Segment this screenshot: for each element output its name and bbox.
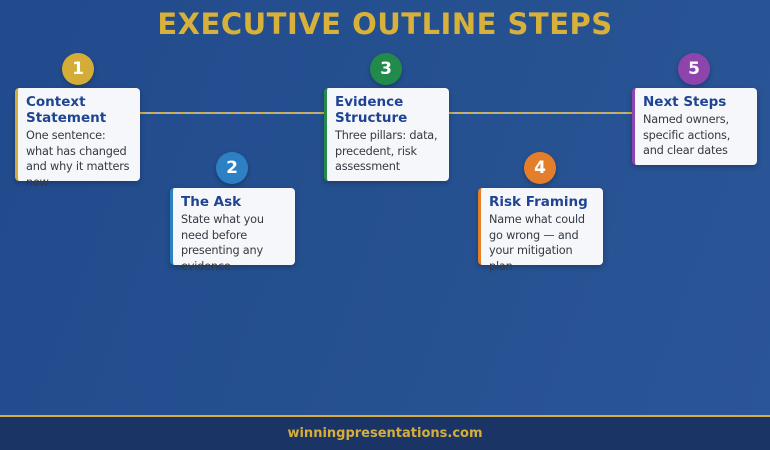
step-2-card: The Ask State what you need before prese… xyxy=(170,188,295,273)
step-5-number-badge: 5 xyxy=(678,53,710,85)
step-3-card: Evidence Structure Three pillars: data, … xyxy=(324,88,449,181)
step-5-title: Next Steps xyxy=(643,94,727,110)
step-3-description: Three pillars: data, precedent, risk ass… xyxy=(335,129,438,173)
step-2-description: State what you need before presenting an… xyxy=(181,213,264,273)
footer-website-link[interactable]: winningpresentations.com xyxy=(287,426,483,441)
step-1-title: Context Statement xyxy=(26,94,107,126)
step-2-number-badge: 2 xyxy=(216,152,248,184)
step-5-card: Next Steps Named owners, specific action… xyxy=(632,88,757,165)
page-title: EXECUTIVE OUTLINE STEPS xyxy=(157,7,613,41)
step-5-description: Named owners, specific actions, and clea… xyxy=(643,113,731,157)
step-4-card: Risk Framing Name what could go wrong — … xyxy=(478,188,603,273)
step-1-description: One sentence: what has changed and why i… xyxy=(26,129,130,189)
step-1-card: Context Statement One sentence: what has… xyxy=(15,88,140,189)
step-3-number-badge: 3 xyxy=(370,53,402,85)
step-4-title: Risk Framing xyxy=(489,194,588,210)
footer: winningpresentations.com xyxy=(0,415,770,450)
step-3-title: Evidence Structure xyxy=(335,94,408,126)
step-1-number-badge: 1 xyxy=(62,53,94,85)
step-4-description: Name what could go wrong — and your miti… xyxy=(489,213,585,273)
step-2-title: The Ask xyxy=(181,194,242,210)
step-4-number-badge: 4 xyxy=(524,152,556,184)
